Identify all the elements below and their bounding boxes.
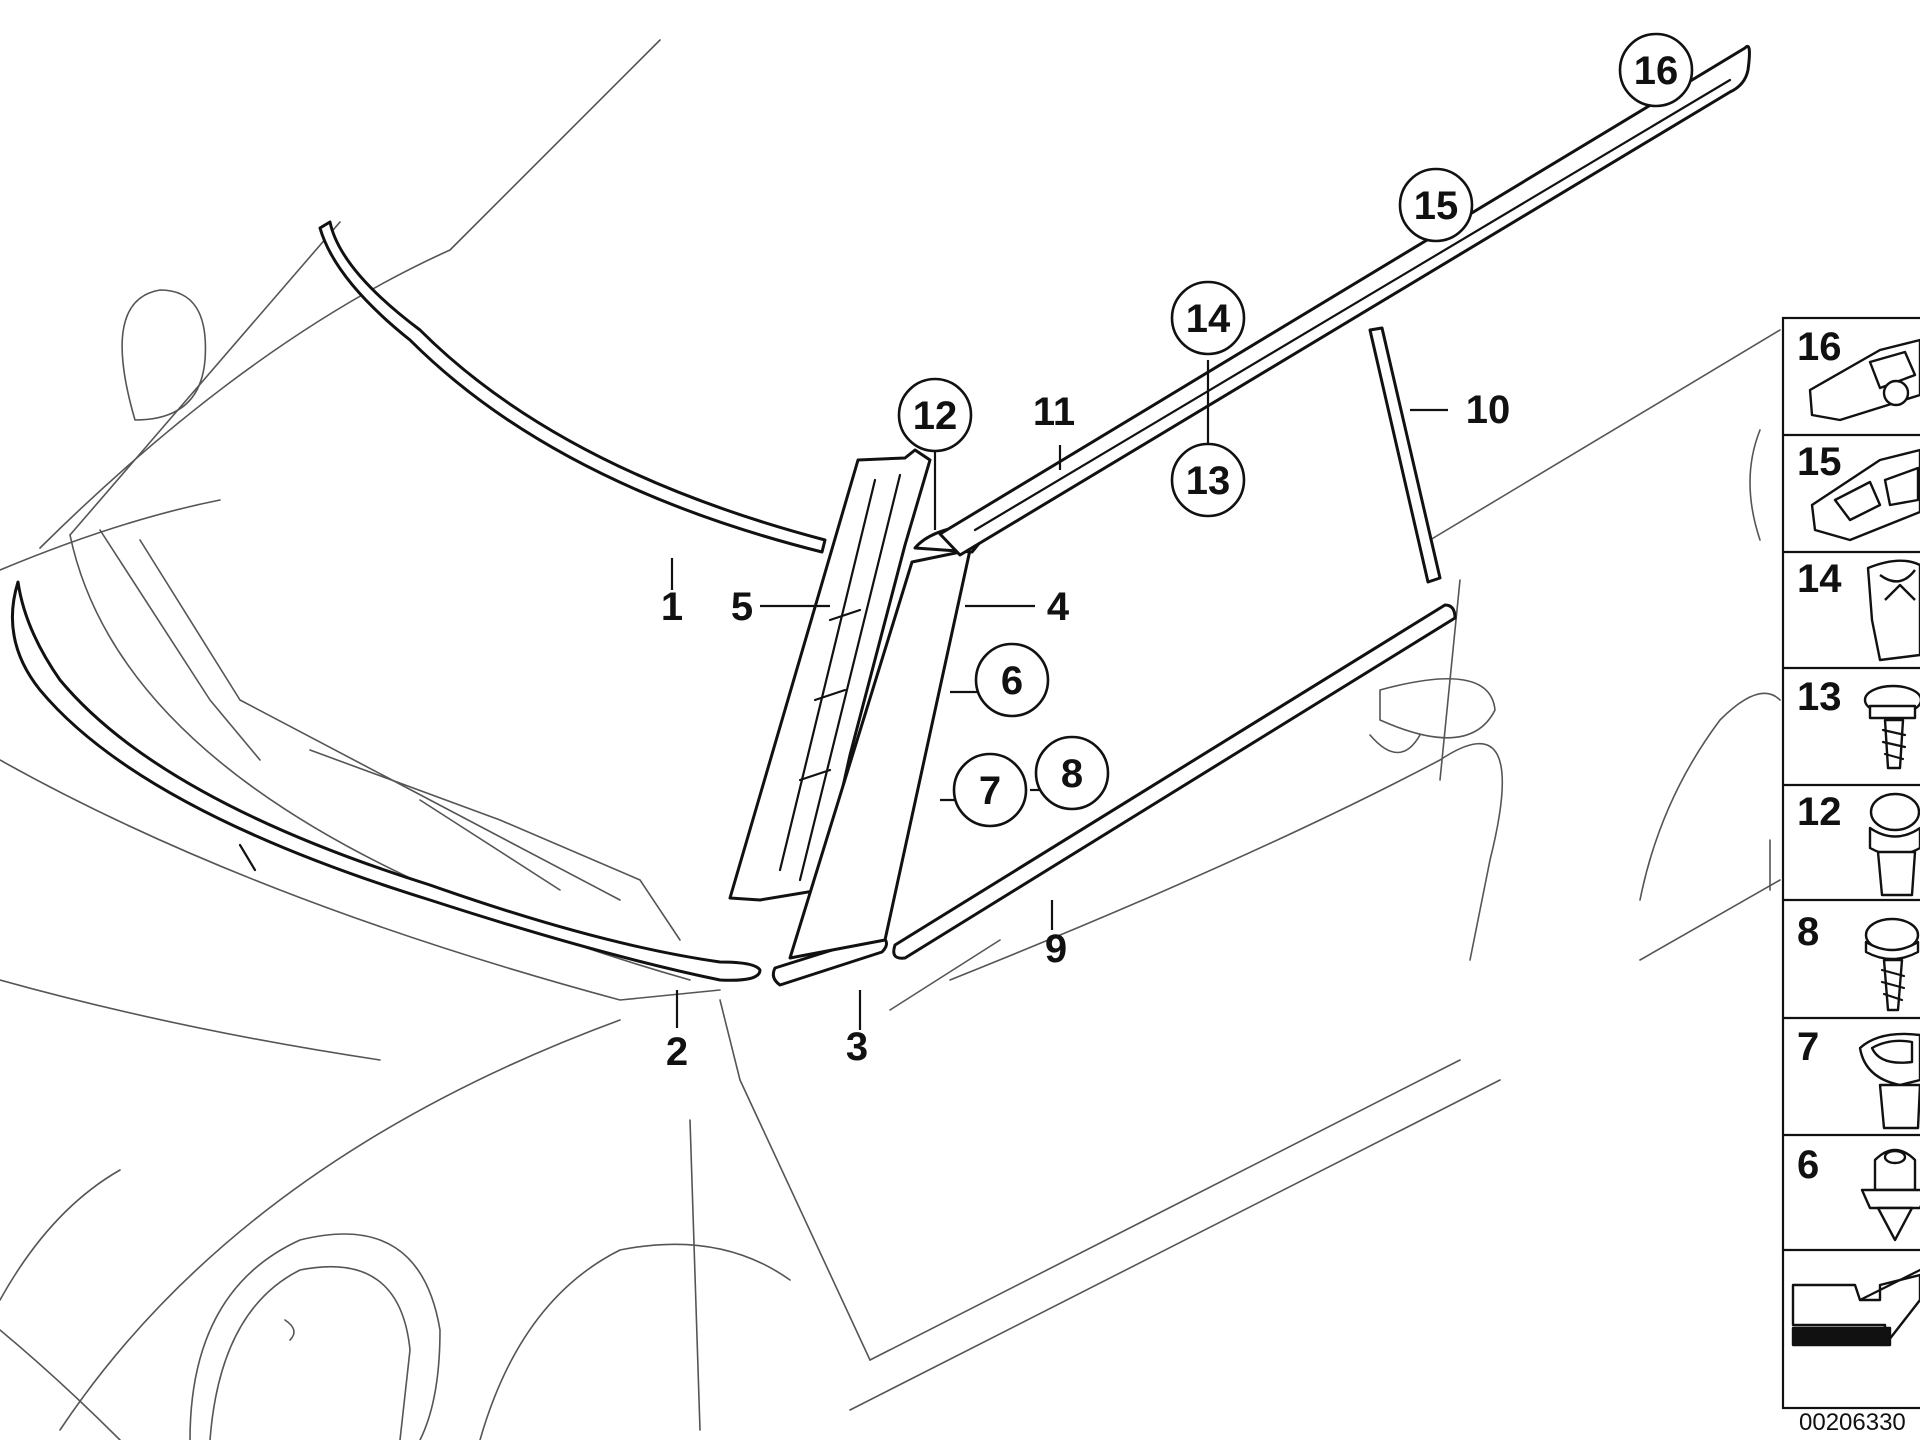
legend-label-7: 7 [1797, 1025, 1819, 1069]
callout-15: 15 [1414, 184, 1459, 228]
circled-callouts: 16 15 14 13 12 6 8 7 [897, 32, 1694, 828]
part-10-b-pillar-strip [1368, 326, 1442, 584]
legend-label-15: 15 [1797, 440, 1842, 484]
callout-13: 13 [1186, 459, 1231, 503]
legend-label-13: 13 [1797, 675, 1842, 719]
legend-label-6: 6 [1797, 1143, 1819, 1187]
callout-2: 2 [666, 1030, 688, 1074]
callout-9: 9 [1045, 927, 1067, 971]
part-4-a-pillar-cover [788, 548, 972, 960]
expanding-nut-12-icon [1868, 792, 1920, 897]
callout-1: 1 [661, 585, 683, 629]
plug-6-icon [1860, 1148, 1920, 1242]
part-2-cowl-strip [10, 580, 762, 982]
screw-8-icon [1864, 917, 1920, 1012]
part-11-roof-strip [938, 44, 1751, 557]
callout-8: 8 [1061, 752, 1083, 796]
diagram-reference-code: 00206330 [1799, 1409, 1906, 1436]
clip-15-icon [1810, 448, 1920, 542]
trim-parts [10, 44, 1751, 987]
callout-labels: 1 2 3 4 5 9 10 11 [661, 388, 1510, 1074]
callout-5: 5 [731, 585, 753, 629]
fastener-legend: 16 15 14 13 12 [1781, 316, 1920, 1410]
nut-clip-14-icon [1866, 559, 1920, 662]
part-1-windshield-seal [318, 220, 827, 554]
leader-lines [670, 360, 1448, 1030]
callout-6: 6 [1001, 659, 1023, 703]
callout-11: 11 [1033, 390, 1075, 434]
legend-label-8: 8 [1797, 910, 1819, 954]
callout-16: 16 [1634, 49, 1679, 93]
callout-14: 14 [1186, 297, 1231, 341]
car-body-outline [0, 39, 1781, 1440]
grommet-7-icon [1858, 1032, 1920, 1130]
callout-3: 3 [846, 1025, 868, 1069]
part-5-a-pillar-trim [728, 448, 932, 902]
vehicle-orientation-arrow-icon [1791, 1268, 1920, 1347]
callout-12: 12 [913, 394, 958, 438]
legend-label-12: 12 [1797, 790, 1842, 834]
clip-16-icon [1808, 338, 1920, 422]
part-9-door-belt-strip [892, 603, 1457, 960]
callout-7: 7 [979, 769, 1001, 813]
legend-label-14: 14 [1797, 557, 1842, 601]
screw-13-icon [1863, 684, 1920, 770]
callout-10: 10 [1466, 388, 1511, 432]
callout-4: 4 [1047, 585, 1070, 629]
legend-label-16: 16 [1797, 325, 1842, 369]
